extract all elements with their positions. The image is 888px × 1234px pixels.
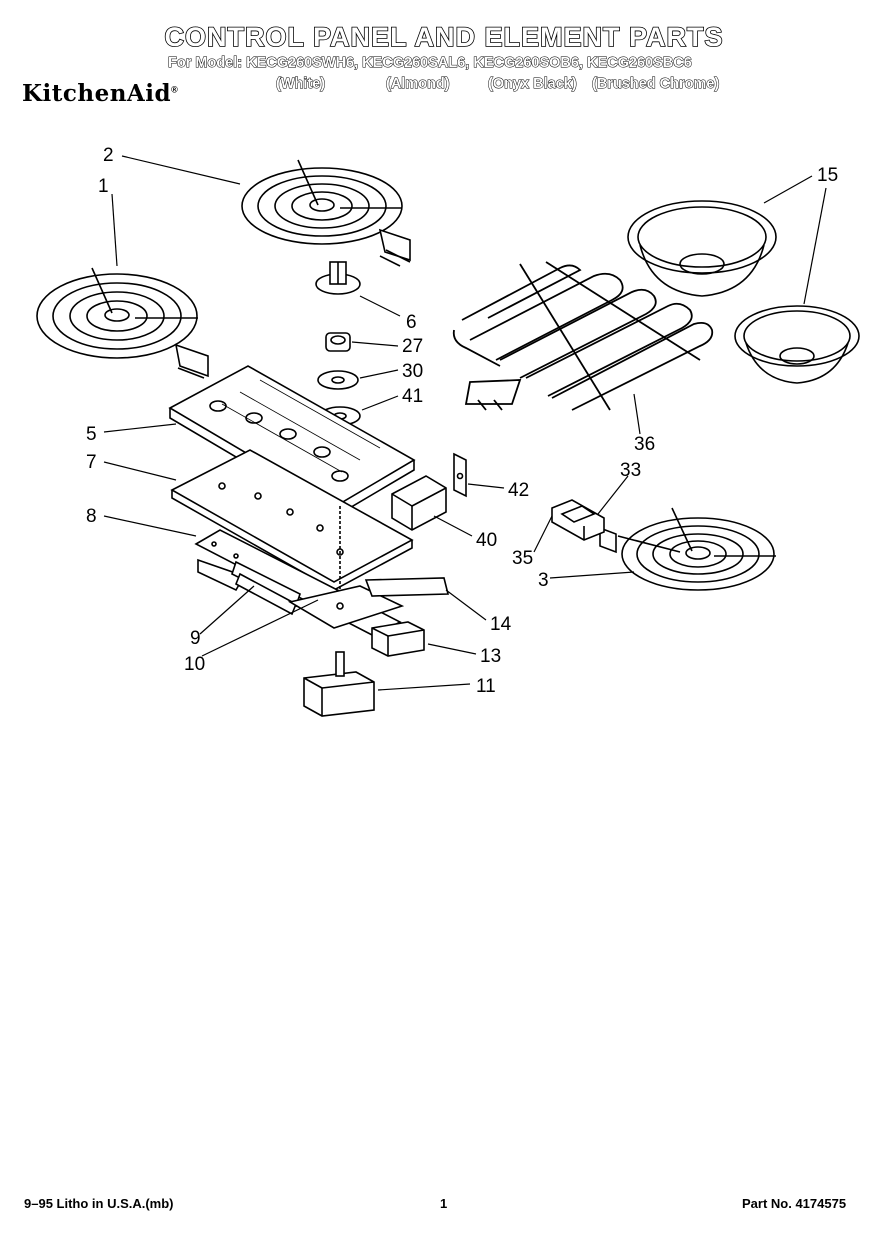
- callout-2: 2: [103, 145, 114, 166]
- drip-bowl-small: [734, 305, 860, 384]
- part-number: Part No. 4174575: [742, 1196, 847, 1211]
- bracket-14: [364, 577, 450, 597]
- control-knob-6: [315, 261, 361, 295]
- kitchenaid-logo: KitchenAid®: [22, 80, 179, 107]
- color-onyx-black: (Onyx Black): [488, 76, 578, 93]
- callout-33: 33: [620, 460, 642, 481]
- callout-3: 3: [538, 570, 549, 591]
- leader-lines: [103, 155, 827, 691]
- callout-6: 6: [406, 312, 417, 333]
- callout-35: 35: [512, 548, 534, 569]
- callout-9: 9: [190, 628, 201, 649]
- infinite-switch-11: [303, 651, 375, 717]
- mounting-panel-7: [170, 449, 414, 600]
- callout-27: 27: [402, 336, 424, 357]
- callout-14: 14: [490, 614, 512, 635]
- callout-30: 30: [402, 361, 424, 382]
- infinite-switch-13: [371, 621, 425, 657]
- callout-36: 36: [634, 434, 656, 455]
- callout-5: 5: [86, 424, 97, 445]
- receptacle-33: [551, 499, 605, 541]
- page-title: CONTROL PANEL AND ELEMENT PARTS: [164, 21, 724, 53]
- color-white: (White): [275, 76, 326, 93]
- callout-41: 41: [402, 386, 424, 407]
- control-panel-5: [168, 365, 416, 517]
- page-number: 1: [440, 1196, 448, 1211]
- terminal-block-40: [391, 475, 447, 531]
- callout-8: 8: [86, 506, 97, 527]
- callout-7: 7: [86, 452, 97, 473]
- knob-insert-27: [325, 332, 351, 352]
- bracket-42: [453, 452, 467, 498]
- color-brushed-chrome: (Brushed Chrome): [591, 76, 720, 93]
- callout-15: 15: [817, 165, 839, 186]
- color-almond: (Almond): [386, 76, 451, 93]
- surface-element-2: [241, 159, 411, 267]
- model-line: For Model: KECG260SWH6, KECG260SAL6, KEC…: [168, 55, 693, 72]
- surface-element-3: [599, 507, 776, 591]
- litho-note: 9–95 Litho in U.S.A.(mb): [24, 1196, 174, 1211]
- surface-element-1: [36, 267, 209, 379]
- bake-element-36: [452, 261, 714, 411]
- washer-30: [317, 370, 359, 390]
- callout-42: 42: [508, 480, 530, 501]
- callout-11: 11: [476, 676, 496, 697]
- callout-40: 40: [476, 530, 498, 551]
- drip-bowl-large: [627, 200, 777, 297]
- callout-1: 1: [98, 176, 109, 197]
- callout-10: 10: [184, 654, 206, 675]
- callout-13: 13: [480, 646, 502, 667]
